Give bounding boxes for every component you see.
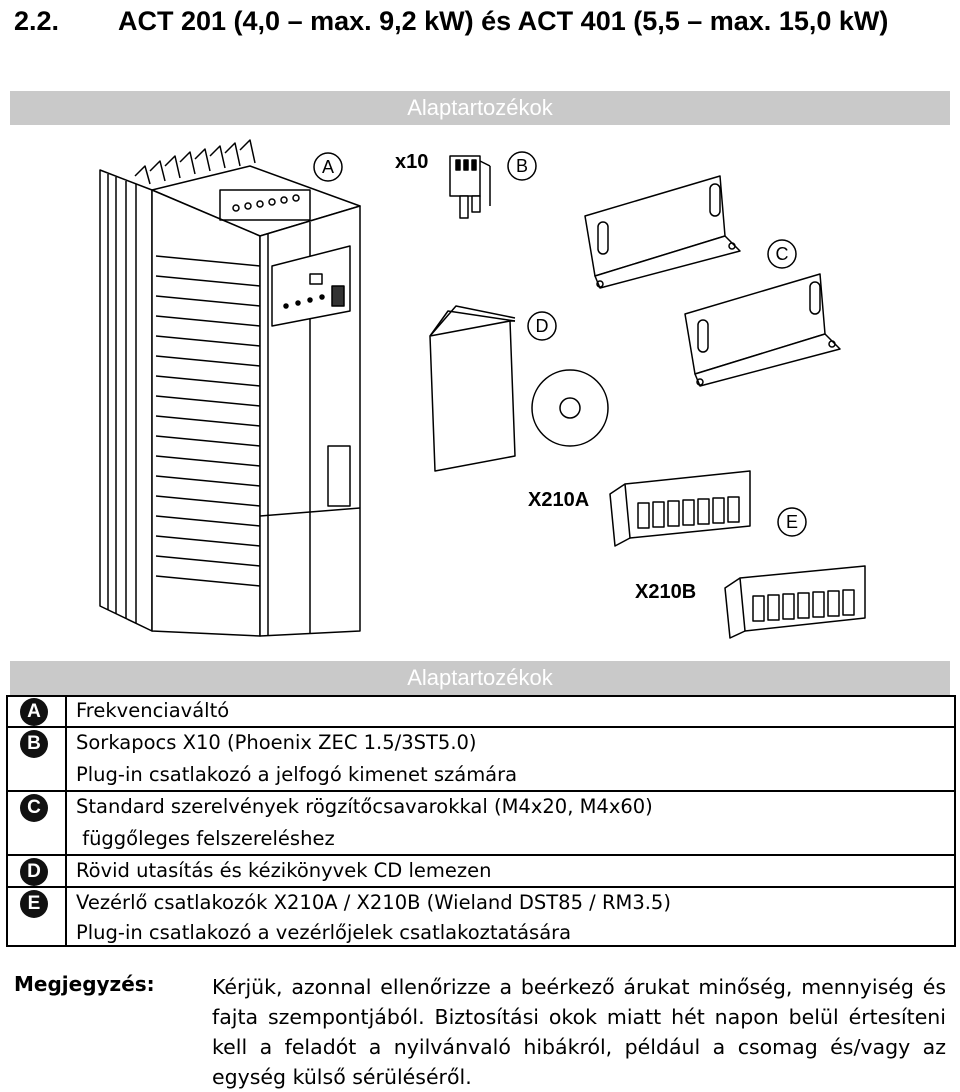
mounting-bracket-drawing	[584, 175, 841, 387]
row-text: Plug-in csatlakozó a jelfogó kimenet szá…	[76, 763, 518, 786]
connector-x210b-drawing	[724, 565, 866, 639]
frequency-drive-drawing	[99, 139, 361, 637]
callout-e: E	[786, 512, 798, 532]
callout-b: B	[516, 156, 528, 176]
row-badge-b: B	[20, 730, 48, 758]
label-x210b: X210B	[635, 581, 696, 603]
row-text: Standard szerelvények rögzítőcsavarokkal…	[76, 795, 653, 818]
table-column-divider	[65, 697, 67, 945]
row-badge-d: D	[20, 858, 48, 886]
table-title-bar: Alaptartozékok	[10, 661, 950, 695]
row-text: Sorkapocs X10 (Phoenix ZEC 1.5/3ST5.0)	[76, 731, 477, 754]
note-label: Megjegyzés:	[14, 972, 155, 996]
row-text: Rövid utasítás és kézikönyvek CD lemezen	[76, 859, 492, 882]
row-text: Frekvenciaváltó	[76, 699, 230, 722]
illustration-title-bar: Alaptartozékok	[10, 91, 950, 125]
callout-a: A	[322, 157, 334, 177]
accessories-table: A Frekvenciaváltó B Sorkapocs X10 (Phoen…	[6, 695, 956, 947]
row-divider	[8, 886, 954, 888]
row-badge-e: E	[20, 890, 48, 918]
connector-x210a-drawing	[609, 470, 751, 547]
row-badge-c: C	[20, 794, 48, 822]
row-text: Vezérlő csatlakozók X210A / X210B (Wiela…	[76, 891, 671, 914]
row-divider	[8, 790, 954, 792]
row-badge-a: A	[20, 698, 48, 726]
quantity-label-b: x10	[395, 151, 428, 173]
callout-c: C	[776, 244, 789, 264]
callout-d: D	[536, 316, 549, 336]
row-divider	[8, 854, 954, 856]
section-number: 2.2.	[14, 6, 60, 36]
row-text: függőleges felszereléshez	[76, 827, 335, 850]
terminal-block-drawing	[449, 155, 491, 219]
section-title: ACT 201 (4,0 – max. 9,2 kW) és ACT 401 (…	[118, 6, 889, 36]
label-x210a: X210A	[528, 489, 589, 511]
accessories-illustration: A B C D E x10 X210A X210B	[99, 139, 866, 639]
cd-disc-drawing	[531, 369, 609, 447]
row-text: Plug-in csatlakozó a vezérlőjelek csatla…	[76, 921, 572, 944]
note-text: Kérjük, azonnal ellenőrizze a beérkező á…	[212, 975, 946, 1089]
booklet-drawing	[429, 305, 516, 472]
row-divider	[8, 726, 954, 728]
